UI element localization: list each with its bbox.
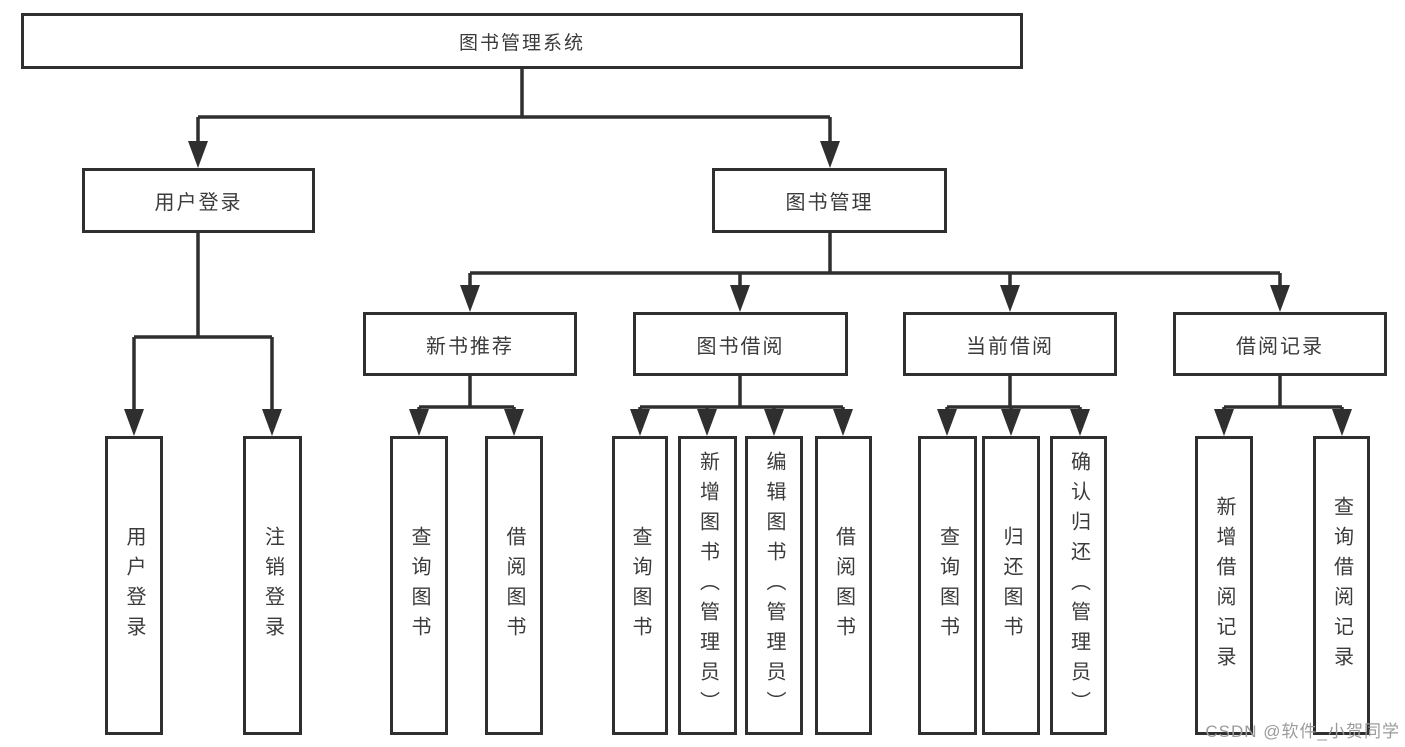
node-user-login: 用户登录 [82,168,315,233]
leaf-current-query-book: 查询图书 [918,436,977,735]
leaf-borrow-borrow-book: 借阅图书 [815,436,872,735]
leaf-current-return-book-label: 归还图书 [1000,525,1022,646]
leaf-record-add-record: 新增借阅记录 [1195,436,1253,735]
leaf-current-query-book-label: 查询图书 [936,525,959,646]
node-current-borrow: 当前借阅 [903,312,1117,376]
node-new-book-recommend: 新书推荐 [363,312,577,376]
leaf-recommend-borrow-book-label: 借阅图书 [503,525,525,646]
leaf-record-query-record-label: 查询借阅记录 [1330,495,1353,676]
leaf-recommend-borrow-book: 借阅图书 [485,436,543,735]
leaf-borrow-add-book: 新增图书（管理员） [678,436,737,735]
watermark: CSDN @软件_小贺同学 [1205,722,1400,741]
node-user-login-label: 用户登录 [154,192,243,214]
node-borrow-record-label: 借阅记录 [1236,335,1324,358]
node-root: 图书管理系统 [21,13,1023,69]
leaf-borrow-query-book-label: 查询图书 [629,525,651,646]
node-borrow-record: 借阅记录 [1173,312,1387,376]
leaf-user-login-label: 用户登录 [123,525,145,646]
node-book-borrow-label: 图书借阅 [696,335,785,358]
leaf-borrow-edit-book: 编辑图书（管理员） [745,436,803,735]
leaf-borrow-edit-book-label: 编辑图书（管理员） [763,450,785,721]
leaf-logout-label: 注销登录 [261,525,284,646]
leaf-logout: 注销登录 [243,436,302,735]
node-new-book-recommend-label: 新书推荐 [426,335,514,358]
leaf-borrow-borrow-book-label: 借阅图书 [832,525,855,646]
leaf-current-confirm-return: 确认归还（管理员） [1050,436,1107,735]
node-book-management-label: 图书管理 [785,192,874,214]
leaf-current-confirm-return-label: 确认归还（管理员） [1067,450,1090,721]
leaf-borrow-query-book: 查询图书 [612,436,668,735]
leaf-user-login: 用户登录 [105,436,163,735]
leaf-record-add-record-label: 新增借阅记录 [1213,495,1235,676]
node-current-borrow-label: 当前借阅 [966,335,1054,358]
leaf-recommend-query-book-label: 查询图书 [408,525,430,646]
node-book-borrow: 图书借阅 [633,312,848,376]
node-book-management: 图书管理 [712,168,947,233]
leaf-recommend-query-book: 查询图书 [390,436,448,735]
leaf-borrow-add-book-label: 新增图书（管理员） [696,450,719,721]
leaf-current-return-book: 归还图书 [982,436,1040,735]
leaf-record-query-record: 查询借阅记录 [1313,436,1370,735]
node-root-label: 图书管理系统 [458,32,585,54]
